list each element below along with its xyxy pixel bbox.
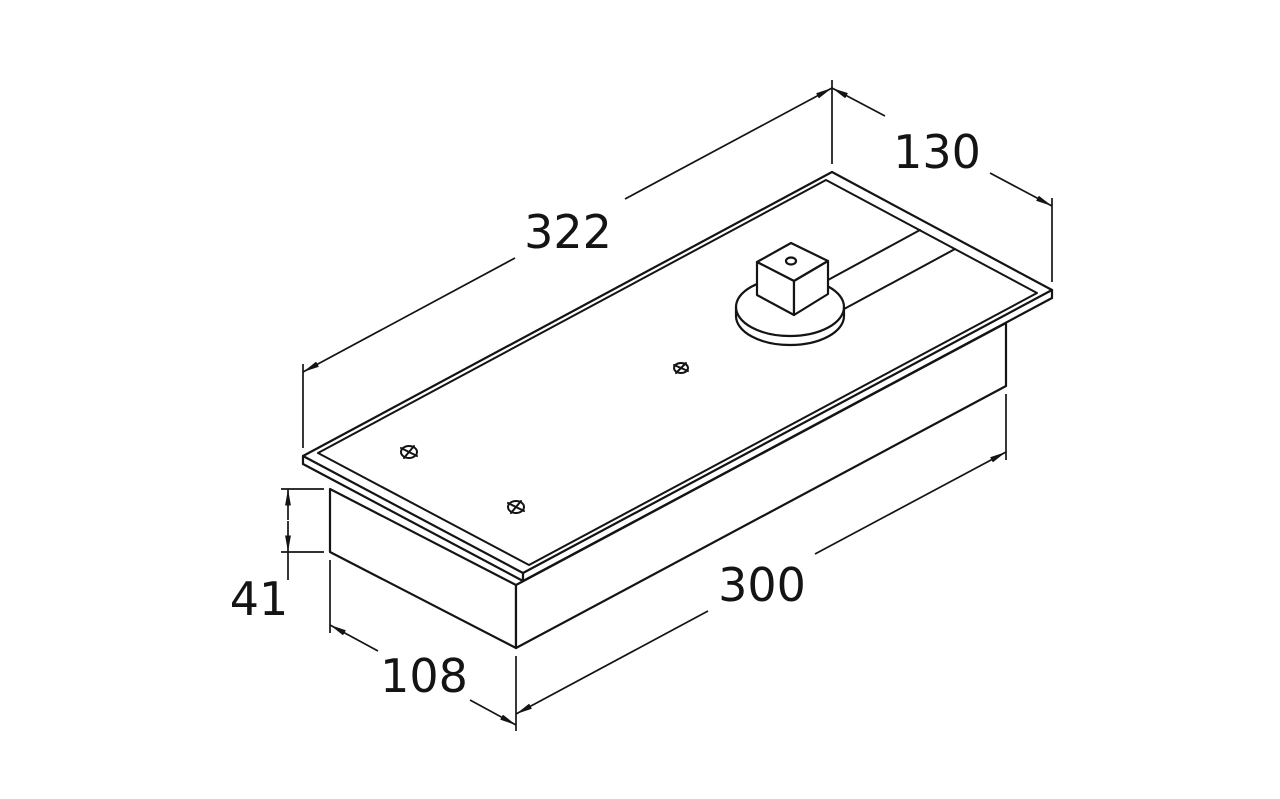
screw — [673, 362, 689, 374]
screw-slot-icon — [400, 445, 418, 459]
dimension-body-length — [515, 394, 1007, 731]
dimension-body-height — [281, 488, 324, 580]
dimension-line — [814, 451, 1007, 555]
dimension-body-width — [329, 560, 517, 726]
cover-plate — [317, 179, 1038, 566]
dimension-label-cover-length: 322 — [524, 205, 612, 259]
spindle-center-hole — [784, 256, 798, 266]
cover-seam-lines — [827, 229, 956, 316]
dimension-line — [515, 610, 709, 715]
screw — [400, 445, 418, 459]
dimension-label-cover-width: 130 — [893, 125, 981, 179]
spindle-collar-rim — [734, 305, 846, 347]
dimension-line — [469, 699, 517, 726]
screw-head — [507, 500, 525, 514]
dimension-cover-width — [831, 87, 1053, 282]
screw-head — [400, 445, 418, 459]
dimension-line — [624, 87, 833, 200]
spindle-assembly — [734, 241, 846, 347]
dimension-line — [989, 172, 1053, 207]
dimension-line — [302, 257, 516, 373]
screw-slot-icon — [673, 362, 689, 374]
spindle-boss-right-face — [792, 259, 830, 317]
screw-head — [673, 362, 689, 374]
dimension-label-body-height: 41 — [230, 572, 289, 626]
cover-screws — [400, 362, 689, 514]
screw — [507, 500, 525, 514]
line-art — [281, 80, 1054, 731]
cover-plate-outline — [317, 179, 1038, 566]
dimension-label-body-width: 108 — [380, 649, 468, 703]
dimension-cover-length — [302, 80, 833, 448]
flange-thickness-edges — [301, 288, 1054, 583]
dimension-labels: 322 130 300 108 41 — [230, 125, 981, 703]
screw-slot-icon — [507, 500, 525, 514]
dimension-label-body-length: 300 — [718, 558, 806, 612]
dimension-line — [831, 87, 886, 117]
dimension-line — [329, 624, 379, 652]
